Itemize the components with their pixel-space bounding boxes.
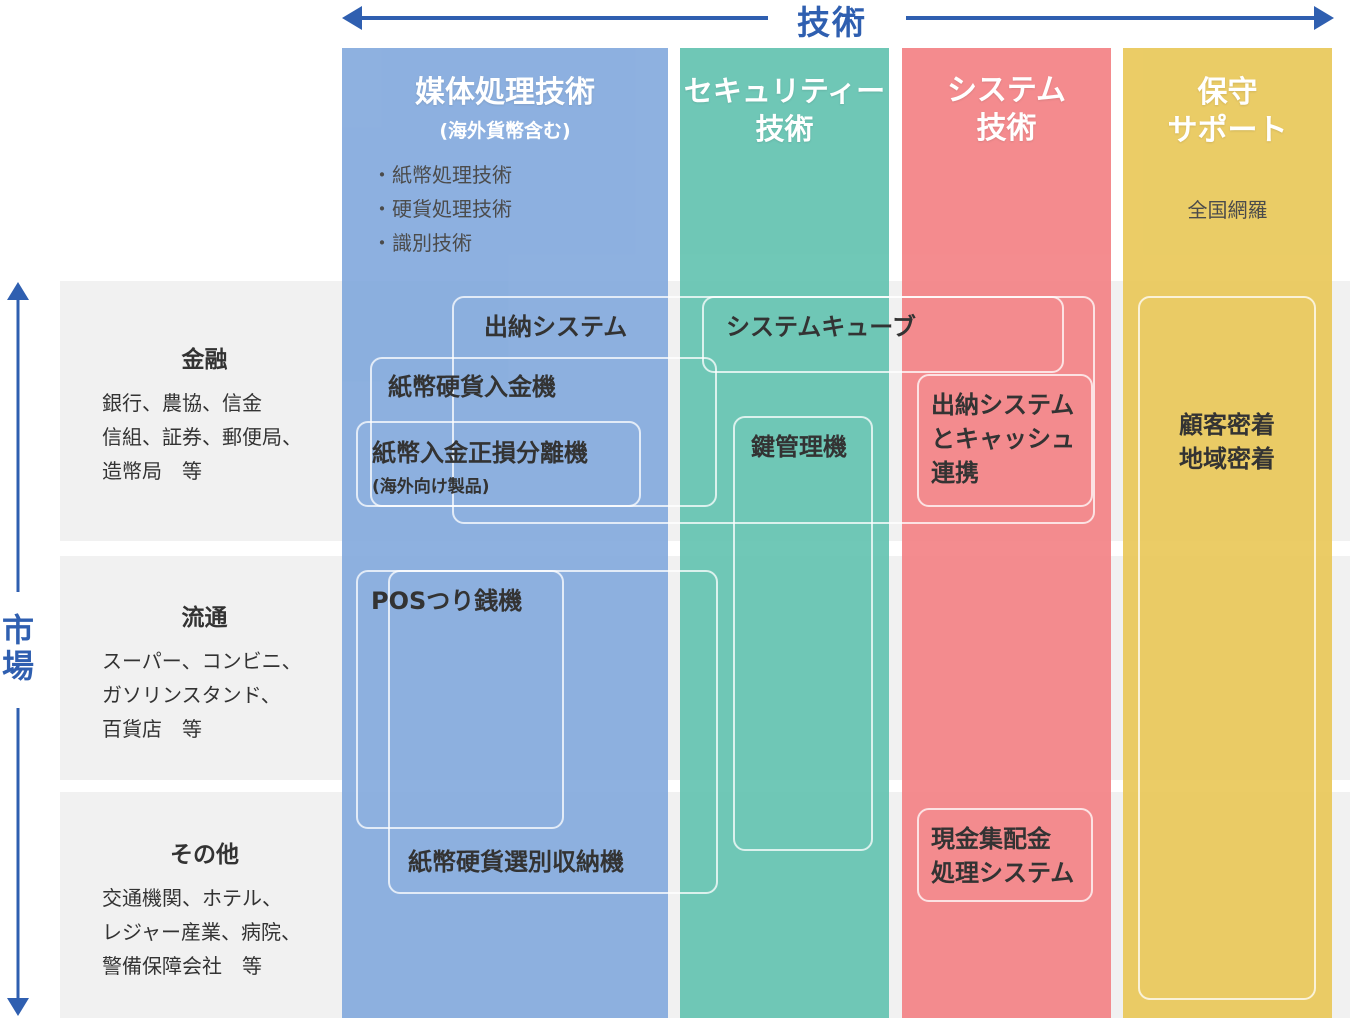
column-security: セキュリティー 技術: [680, 48, 889, 1018]
column-title: システム 技術: [946, 73, 1067, 146]
column-maintenance: 保守 サポート 全国網羅: [1123, 48, 1332, 1018]
note-coin-deposit-label: 紙幣硬貨入金機: [388, 373, 556, 401]
cash-collection-label: 現金集配金 処理システム: [931, 825, 1075, 887]
market-title: 流通: [181, 605, 228, 631]
market-axis: [7, 282, 29, 1016]
system-cube-box: [702, 296, 1064, 373]
technology-axis-arrow-right: [1314, 6, 1334, 30]
market-label-other: その他 交通機関、ホテル、 レジャー産業、病院、 警備保障会社 等: [102, 835, 332, 983]
column-item: ・紙幣処理技術: [372, 163, 512, 187]
column-system: システム 技術: [902, 48, 1111, 1018]
note-deposit-sorter-sublabel: (海外向け製品): [372, 477, 490, 497]
note-coin-sorter-box: [388, 570, 718, 894]
market-desc: 交通機関、ホテル、 レジャー産業、病院、 警備保障会社 等: [102, 886, 301, 978]
note-deposit-sorter-label: 紙幣入金正損分離機: [372, 439, 588, 467]
customer-local-label: 顧客密着 地域密着: [1179, 411, 1275, 473]
market-desc: 銀行、農協、信金 信組、証券、郵便局、 造幣局 等: [102, 391, 302, 483]
technology-axis-arrow-left: [342, 6, 362, 30]
pos-change-label: POSつり銭機: [371, 587, 523, 615]
column-item: ・硬貨処理技術: [372, 197, 512, 221]
column-title: 媒体処理技術: [415, 75, 595, 110]
column-subtitle: (海外貨幣含む): [439, 120, 571, 142]
key-manager-label: 鍵管理機: [751, 433, 847, 461]
technology-axis-label: 技術: [797, 3, 867, 42]
note-deposit-sorter-box: [356, 421, 641, 507]
column-item-list: ・紙幣処理技術 ・硬貨処理技術 ・識別技術: [372, 158, 512, 260]
column-item: ・識別技術: [372, 231, 472, 255]
market-label-retail: 流通 スーパー、コンビニ、 ガソリンスタンド、 百貨店 等: [102, 598, 332, 746]
system-cube-label: システムキューブ: [726, 313, 916, 341]
column-title: セキュリティー 技術: [683, 74, 886, 146]
suitou-system-label: 出納システム: [484, 313, 628, 341]
market-label-finance: 金融 銀行、農協、信金 信組、証券、郵便局、 造幣局 等: [102, 340, 332, 488]
customer-local-box: [1138, 296, 1316, 1000]
technology-axis: [342, 6, 1334, 30]
suitou-cash-link-box: [917, 374, 1093, 507]
market-axis-arrow-down: [7, 998, 29, 1016]
market-axis-arrow-up: [7, 282, 29, 300]
key-manager-box: [733, 416, 873, 851]
cash-collection-box: [917, 808, 1093, 902]
suitou-cash-link-label: 出納システム とキャッシュ 連携: [931, 391, 1075, 487]
column-note: 全国網羅: [1187, 198, 1268, 222]
market-axis-label: 市場: [2, 611, 35, 685]
market-title: 金融: [181, 347, 228, 373]
column-media-processing: 媒体処理技術 (海外貨幣含む) ・紙幣処理技術 ・硬貨処理技術 ・識別技術: [342, 48, 668, 1018]
note-coin-sorter-label: 紙幣硬貨選別収納機: [408, 848, 624, 876]
column-title: 保守 サポート: [1167, 75, 1288, 148]
market-desc: スーパー、コンビニ、 ガソリンスタンド、 百貨店 等: [102, 649, 302, 741]
market-title: その他: [170, 842, 239, 868]
